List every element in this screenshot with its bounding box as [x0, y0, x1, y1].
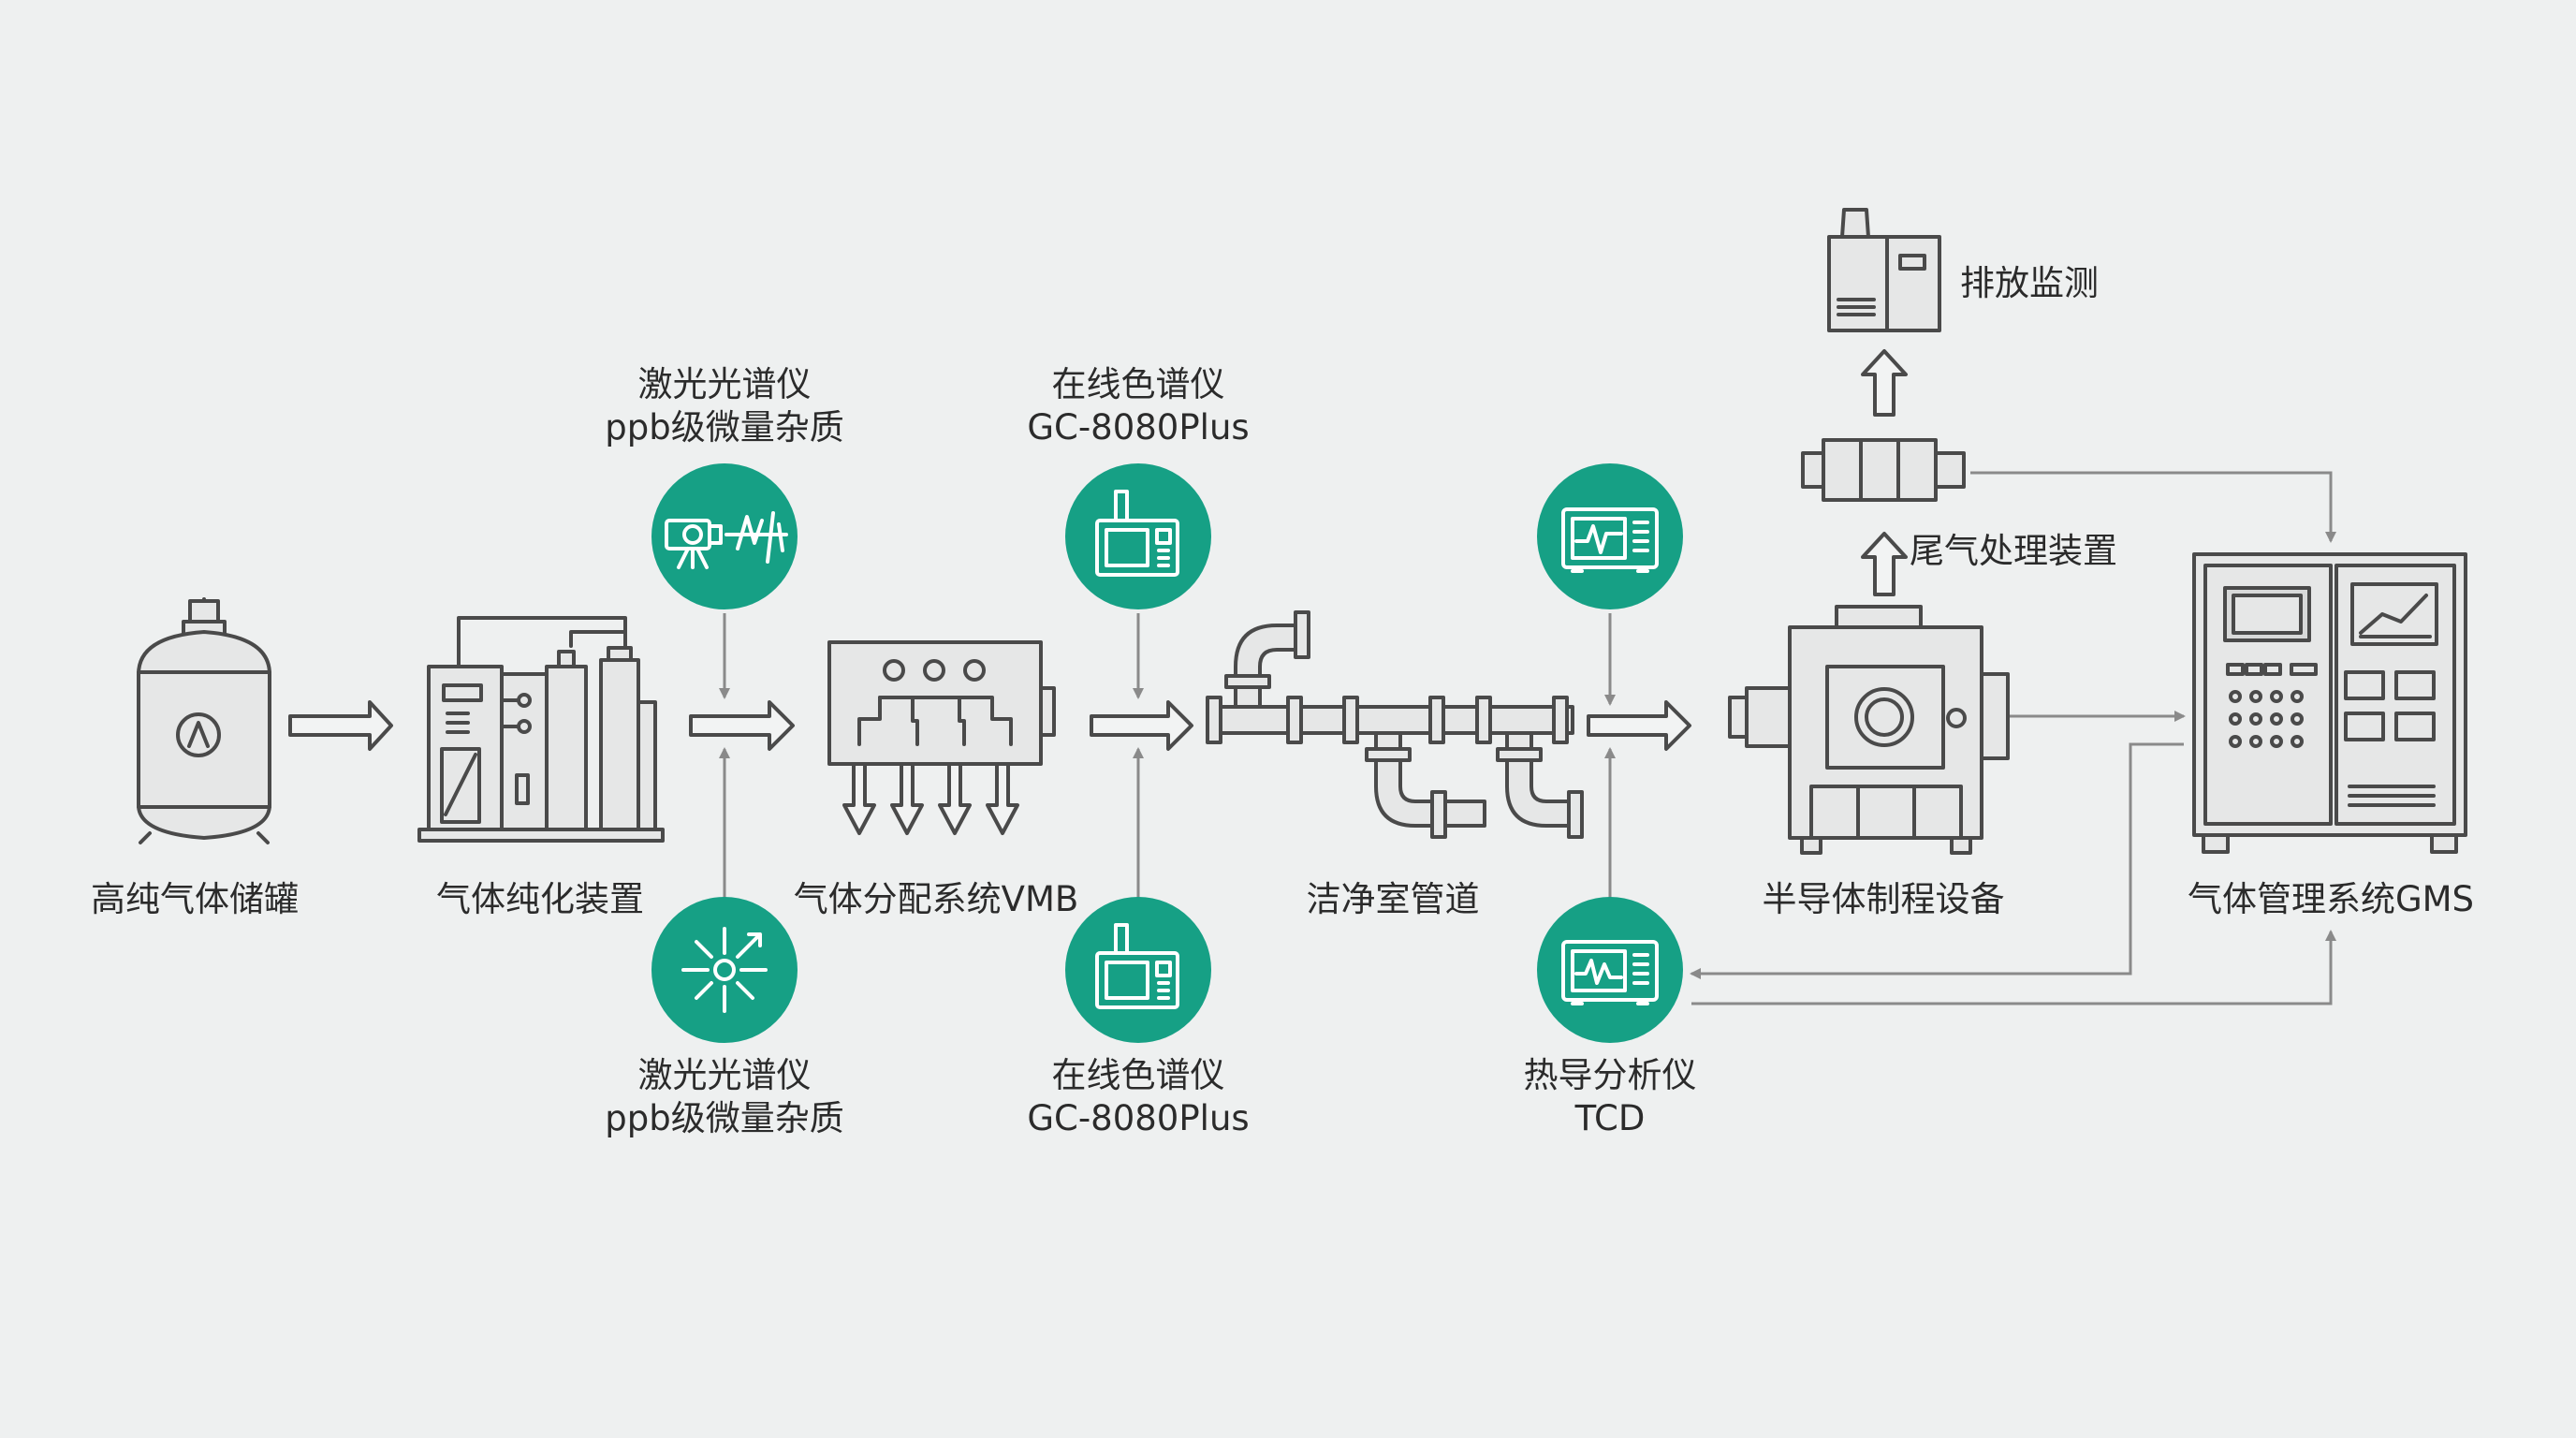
process-chamber-icon	[1728, 605, 2010, 855]
thermal-conductivity-analyzer-icon	[1537, 897, 1683, 1043]
stage-label-emission-monitor: 排放监测	[1960, 263, 2099, 303]
arrow-up-icon	[1861, 532, 1908, 596]
gas-cylinder-icon	[137, 597, 271, 844]
analyzer-name: 在线色谱仪	[1051, 364, 1225, 404]
analyzer-label-gc-bottom: 在线色谱仪 GC-8080Plus	[1027, 1054, 1249, 1140]
arrow-right-icon	[1090, 700, 1193, 751]
signal-monitor-icon	[1537, 463, 1683, 609]
connector-abatement-to-gms	[1970, 471, 2336, 543]
analyzer-name: 在线色谱仪	[1051, 1055, 1225, 1095]
analyzer-name: 激光光谱仪	[637, 1055, 812, 1095]
connector-gms-to-tcd	[1690, 742, 2184, 979]
arrow-right-icon	[1587, 700, 1691, 751]
gas-chromatograph-icon	[1065, 897, 1211, 1043]
stage-label-gms: 气体管理系统GMS	[2187, 879, 2475, 919]
analyzer-spec: ppb级微量杂质	[605, 1098, 844, 1138]
purifier-icon	[417, 616, 665, 843]
arrow-up-icon	[1861, 349, 1908, 417]
pipeline-icon	[1206, 610, 1584, 839]
arrow-right-icon	[689, 700, 795, 751]
valve-manifold-icon	[827, 640, 1056, 835]
analyzer-spec: GC-8080Plus	[1027, 1098, 1250, 1138]
analyzer-label-gc-top: 在线色谱仪 GC-8080Plus	[1027, 363, 1249, 449]
stage-label-process-tool: 半导体制程设备	[1762, 879, 2005, 919]
scrubber-icon	[1801, 438, 1966, 502]
emission-monitor-icon	[1827, 208, 1941, 332]
analyzer-label-laser-bottom: 激光光谱仪 ppb级微量杂质	[605, 1054, 843, 1140]
stage-label-abatement: 尾气处理装置	[1910, 531, 2117, 571]
analyzer-name: 热导分析仪	[1523, 1055, 1697, 1095]
arrow-right-icon	[288, 700, 393, 751]
stage-label-vmb: 气体分配系统VMB	[793, 879, 1079, 919]
analyzer-spec: ppb级微量杂质	[605, 407, 844, 448]
connector-tcd-to-gms	[1691, 930, 2336, 1005]
keypad	[2229, 690, 2304, 748]
control-cabinet-icon	[2192, 552, 2467, 854]
analyzer-spec: GC-8080Plus	[1027, 407, 1250, 448]
stage-label-purifier: 气体纯化装置	[436, 879, 644, 919]
laser-sensor-icon	[651, 897, 798, 1043]
analyzer-name: 激光光谱仪	[637, 364, 812, 404]
analyzer-spec: TCD	[1574, 1098, 1646, 1138]
stage-label-storage-tank: 高纯气体储罐	[91, 879, 299, 919]
stage-label-cleanroom-pipe: 洁净室管道	[1306, 879, 1480, 919]
laser-spectrometer-icon	[651, 463, 798, 609]
analyzer-label-tcd: 热导分析仪 TCD	[1524, 1054, 1697, 1140]
analyzer-label-laser-top: 激光光谱仪 ppb级微量杂质	[605, 363, 843, 449]
flow-arrows	[288, 349, 1908, 751]
connector-lines	[719, 471, 2336, 1005]
gas-chromatograph-icon	[1065, 463, 1211, 609]
